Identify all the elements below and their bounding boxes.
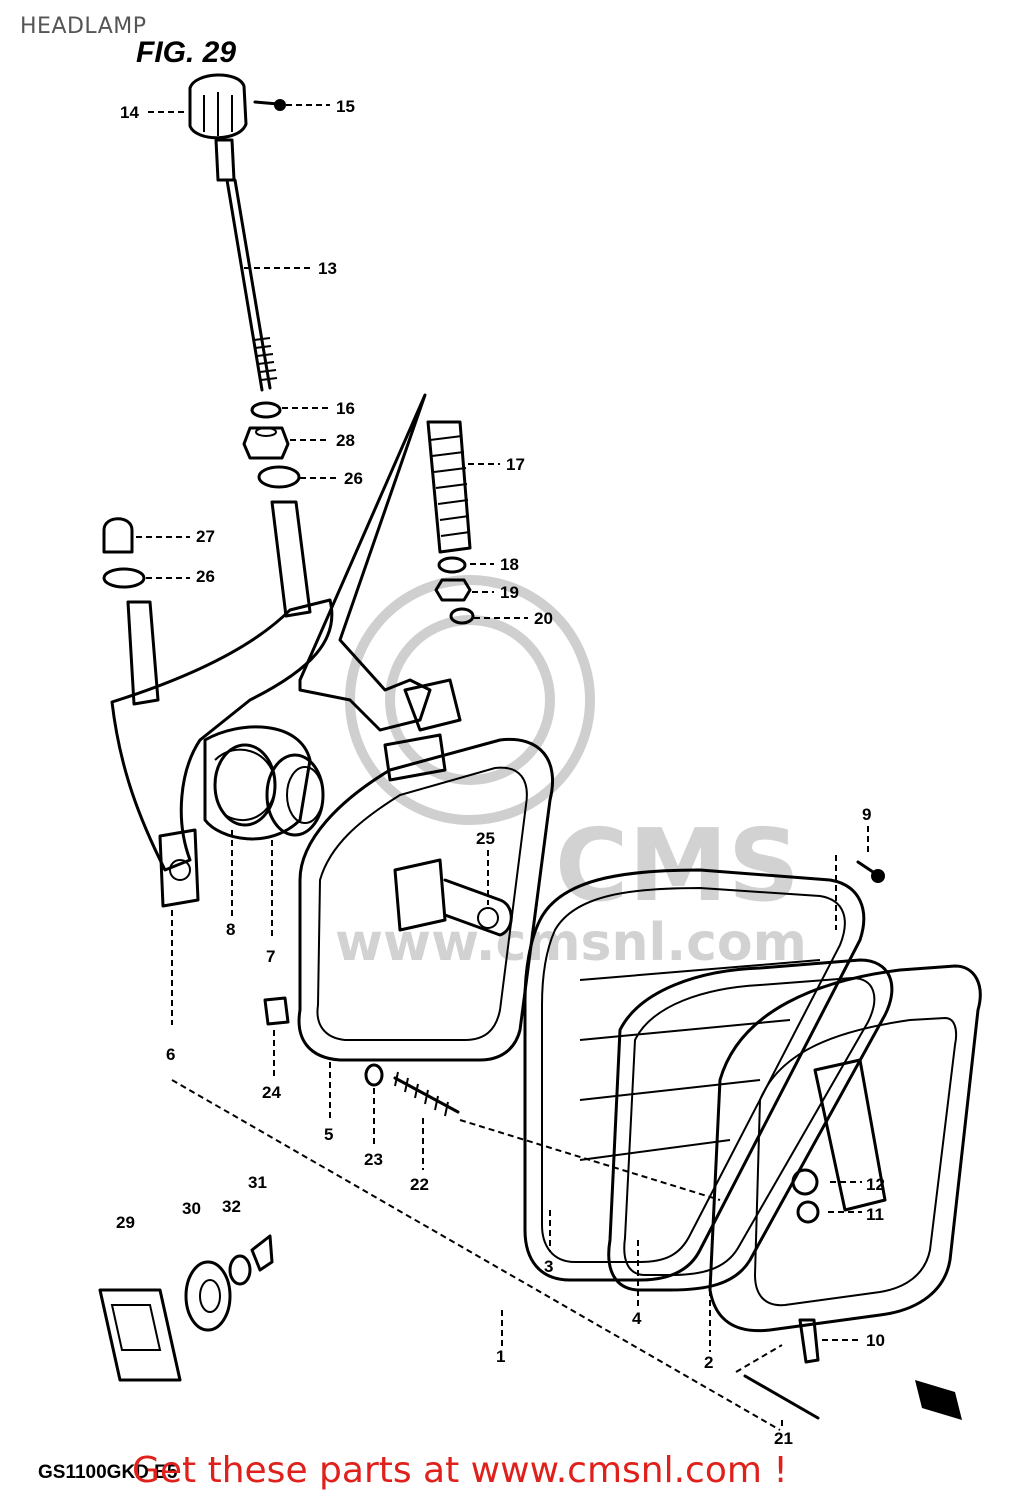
label-part-17: 17 [506,455,525,474]
part-22-spring [393,1071,460,1117]
label-part-7: 7 [266,947,275,966]
part-24-clip [263,996,290,1026]
part-27-cap-nut [102,517,134,554]
label-part-20: 20 [534,609,553,628]
label-part-2: 2 [704,1353,713,1372]
figure-title: FIG. 29 [136,36,237,69]
part-31-wing-nut [250,1234,274,1272]
label-part-9: 9 [862,805,871,824]
label-part-25: 25 [476,829,495,848]
part-30-grommet [184,1260,232,1332]
label-part-5: 5 [324,1125,333,1144]
label-part-19: 19 [500,583,519,602]
part-29-plate [98,1288,182,1382]
label-part-23: 23 [364,1150,383,1169]
label-part-30: 30 [182,1199,201,1218]
label-part-26-upper: 26 [344,469,363,488]
label-part-4: 4 [632,1309,642,1328]
watermark-subtext: www.cmsnl.com [335,913,807,973]
part-20-nut [449,607,475,625]
part-26-washer-upper [257,465,301,489]
part-18-washer [437,556,467,574]
part-32-washer [228,1254,252,1286]
label-part-1: 1 [496,1347,505,1366]
label-part-31: 31 [248,1173,267,1192]
part-28-nut [242,426,290,460]
page-title: HEADLAMP [20,14,147,39]
label-part-12: 12 [866,1175,885,1194]
part-21-screw [743,1374,820,1420]
label-part-10: 10 [866,1331,885,1350]
part-7-grommet [265,753,325,837]
part-17-spring [426,420,472,554]
label-part-28: 28 [336,431,355,450]
part-19-nut [434,578,472,602]
part-4-rim [607,958,894,1292]
part-13-adjusting-rod [214,138,278,392]
part-25-bulb [393,858,513,937]
label-part-6: 6 [166,1045,175,1064]
watermark-text: CMS [555,807,800,924]
cms-watermark: CMS www.cmsnl.com [335,575,807,973]
cta-link-text[interactable]: Get these parts at www.cmsnl.com ! [132,1450,788,1491]
adjuster-arm [298,393,462,732]
part-labels: 1 2 3 4 5 6 7 8 9 10 11 12 13 14 15 16 1… [116,97,885,1448]
label-part-32: 32 [222,1197,241,1216]
label-part-27: 27 [196,527,215,546]
part-15-screw [253,99,286,111]
label-part-26-lower: 26 [196,567,215,586]
part-5-inner-frame [297,733,555,1062]
label-part-16: 16 [336,399,355,418]
part-3-sealed-beam [523,868,866,1282]
label-part-13: 13 [318,259,337,278]
part-8-ring [214,748,277,821]
label-part-14: 14 [120,103,139,122]
label-part-15: 15 [336,97,355,116]
model-code: GS1100GKD E5 [38,1462,178,1483]
part-23-washer [364,1063,384,1087]
label-part-29: 29 [116,1213,135,1232]
part-6-headlamp-bracket [110,500,334,908]
part-26-washer-lower [102,567,146,589]
part-2-outer-housing [708,964,982,1333]
label-part-8: 8 [226,920,235,939]
label-part-22: 22 [410,1175,429,1194]
label-part-3: 3 [544,1257,553,1276]
part-14-knob [188,73,248,140]
part-9-screw [856,860,885,883]
label-part-18: 18 [500,555,519,574]
label-part-21: 21 [774,1429,793,1448]
part-10-bolt [798,1318,820,1364]
label-part-11: 11 [866,1205,884,1224]
leader-lines [136,104,869,1431]
clip-bottom-right [915,1380,962,1420]
label-part-24: 24 [262,1083,281,1102]
part-16-washer [250,401,282,419]
